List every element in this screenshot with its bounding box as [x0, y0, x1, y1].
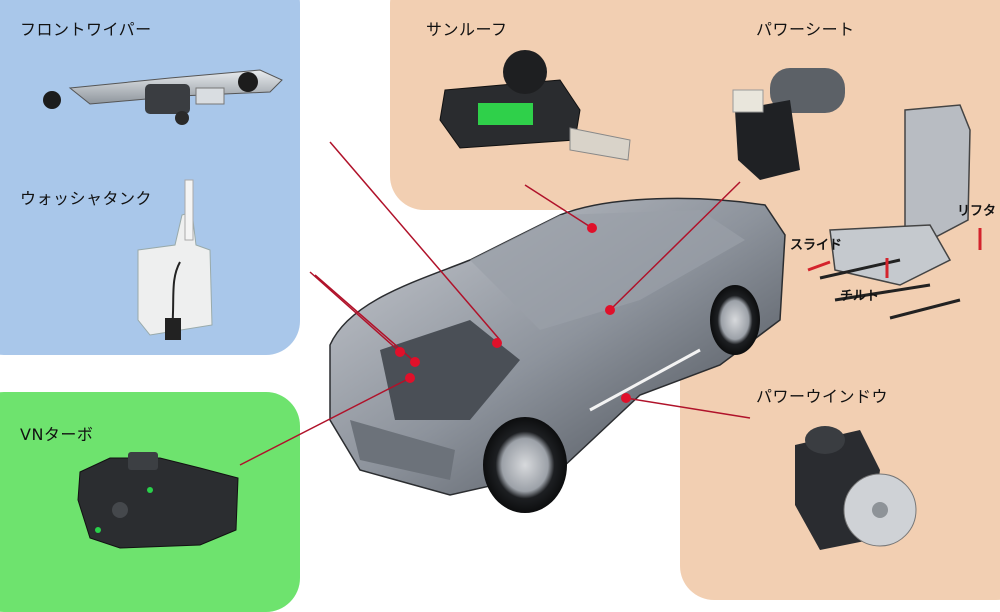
label-washer-tank: ウォッシャタンク	[20, 189, 153, 208]
label-vn-turbo: VNターボ	[20, 425, 94, 444]
washer-tank-image	[137, 179, 213, 340]
car-image	[329, 197, 786, 513]
label-sunroof: サンルーフ	[426, 20, 508, 39]
power-seat-motor-image	[732, 68, 845, 180]
label-front-wiper: フロントワイパー	[20, 20, 152, 39]
front-wiper-image	[43, 69, 283, 125]
power-window-motor-image	[795, 426, 917, 550]
label-power-window: パワーウインドウ	[756, 387, 889, 406]
location-markers	[395, 223, 631, 403]
label-seat-tilt: チルト	[840, 289, 880, 304]
vn-turbo-image	[77, 452, 239, 549]
illustration	[43, 50, 982, 550]
label-seat-lifter: リフタ	[957, 204, 997, 219]
label-seat-slide: スライド	[790, 238, 843, 253]
seat-frame-image	[807, 104, 982, 320]
label-power-seat: パワーシート	[756, 20, 855, 39]
sunroof-motor-image	[439, 50, 631, 161]
